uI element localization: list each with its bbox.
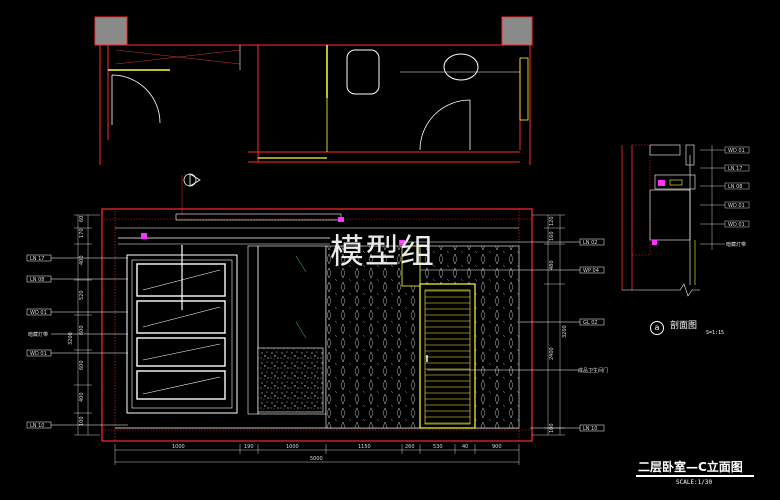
left-dim-3: 400 [79,255,85,265]
plan-washbasin [443,53,479,81]
left-dim-2: 170 [79,228,85,238]
section-note: 暗藏灯带 [726,241,746,248]
elevation [101,208,533,442]
tag-ln10: LN 10 [30,423,44,429]
wardrobe-inner [131,259,233,409]
watermark: 模型组 [330,232,435,272]
title-underline [636,475,754,477]
elevation-wall-right [518,208,533,442]
plan-window [519,57,529,121]
section-tag-3: LN 08 [728,184,742,190]
wall-niche [401,245,421,287]
section-tag-1: WD 01 [728,148,745,154]
glass-frame [247,245,259,415]
plan-toilet [346,49,380,95]
bottom-dimension-chain [114,444,520,465]
bottom-dim-3: 1000 [286,444,299,450]
section-tag-4: WD 01 [728,203,745,209]
section-tag-5: WD 01 [728,222,745,228]
tag-ln02: LN 02 [583,240,597,246]
bottom-dim-7: 40 [462,444,468,450]
tag-gl02: GL 02 [583,320,598,326]
bottom-dim-8: 900 [492,444,502,450]
right-dimension-chain [532,214,565,436]
section-detail: WD 01 LN 17 LN 08 WD 01 WD 01 暗藏灯带 [621,144,750,297]
section-scale: S=1:15 [706,330,725,336]
bottom-dim-2: 190 [244,444,254,450]
tag-ln10-right: LN 10 [583,426,597,432]
bottom-dim-6: 530 [433,444,443,450]
left-dim-6: 3200 [68,332,74,345]
right-dim-2: 160 [549,231,555,241]
plan-door-swing-right [419,99,471,151]
light-fixture-right [399,240,405,245]
bottom-dim-1: 1000 [172,444,185,450]
bottom-dim-labels: 1000 190 1000 1150 260 530 40 900 5000 [172,444,502,462]
left-dim-7: 600 [79,360,85,370]
section-tag-2: LN 17 [728,166,742,172]
left-tags: LN 17 LN 08 WD 01 暗藏灯带 WD 01 LN 10 [26,254,128,429]
plan-cross-2 [115,49,241,65]
right-dim-labels: 120 160 480 3200 2400 100 [549,216,568,433]
elevation-floor-band [101,429,533,442]
tag-ln17: LN 17 [30,256,44,262]
drawing-title: 二层卧室—C立面图 [638,460,743,474]
total-dim: 5000 [310,456,323,462]
bottom-dim-5: 260 [405,444,415,450]
section-title: 剖面图 [670,321,698,331]
left-dim-4: 520 [79,290,85,300]
drawing-scale: SCALE:1/30 [676,479,713,486]
light-fixture-mid [338,217,344,222]
tag-wd01-a: WD 01 [30,310,47,316]
section-marker: a [650,321,664,335]
left-dim-5: 600 [79,325,85,335]
stone-panel [257,347,324,413]
right-dim-5: 2400 [549,347,555,360]
right-dim-1: 120 [549,216,555,226]
left-dim-8: 400 [79,392,85,402]
tag-wp04: WP 04 [583,268,599,274]
tag-hidden-light: 暗藏灯带 [28,331,48,338]
column-left [94,16,128,46]
left-dim-9: 100 [79,416,85,426]
column-right [501,16,533,46]
light-fixture-left [141,233,147,239]
tag-wd01-b: WD 01 [30,351,47,357]
bathroom-door-louver [424,289,471,425]
left-dim-labels: 60 170 400 520 600 3200 600 400 100 [68,216,85,426]
left-dim-1: 60 [79,216,85,222]
right-dim-3: 480 [549,260,555,270]
wardrobe-drawers [136,263,226,400]
right-dim-4: 3200 [562,325,568,338]
elevation-wall-left [101,208,116,442]
bottom-dim-4: 1150 [358,444,371,450]
plan-door-swing-left [111,74,161,125]
glass-reflection-2 [295,321,307,339]
glass-reflection-1 [295,255,307,273]
tag-bathroom-door: 成品卫生间门 [578,367,608,374]
tag-ln08: LN 08 [30,277,44,283]
left-dimension-chain [74,214,100,436]
floor-plan [94,16,533,165]
right-tags: LN 02 WP 04 GL 02 成品卫生间门 LN 10 [400,238,608,432]
elevation-marker [181,173,201,310]
